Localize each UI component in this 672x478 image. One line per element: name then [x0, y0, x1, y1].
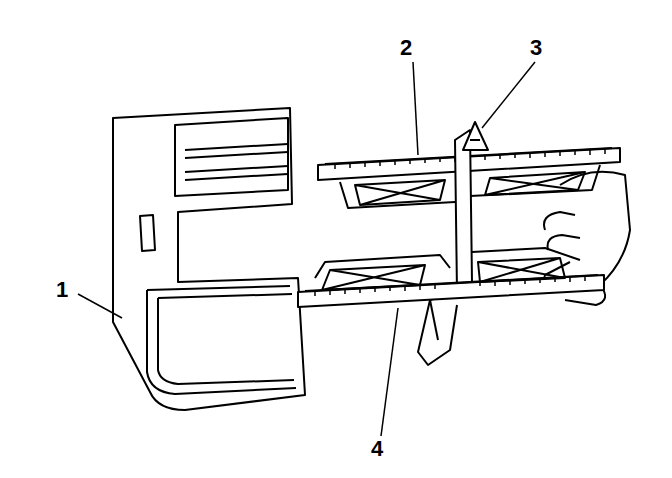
callout-number: 4	[371, 438, 383, 460]
callout-number: 3	[530, 37, 542, 59]
callout-number: 2	[400, 37, 412, 59]
callout-number: 1	[56, 279, 68, 301]
